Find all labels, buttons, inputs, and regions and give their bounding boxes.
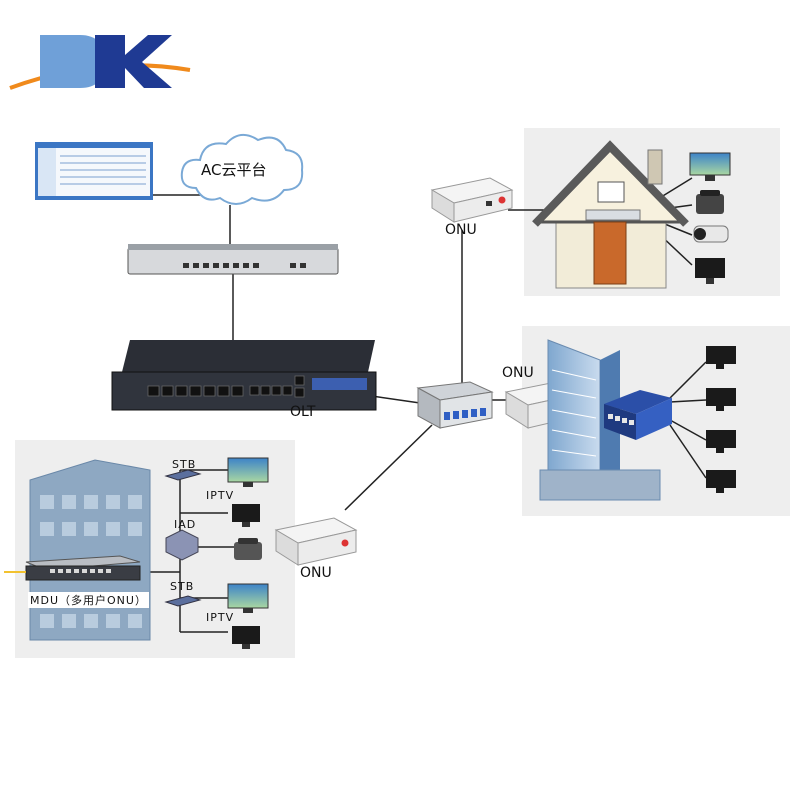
olt-device <box>111 340 377 411</box>
house-icon <box>532 140 689 289</box>
iptv-label-top: IPTV <box>206 489 235 502</box>
pc-monitor-bottom-icon <box>232 626 260 649</box>
iptv-label-bottom: IPTV <box>206 611 235 624</box>
home-pc-monitor-icon <box>695 258 725 284</box>
iptv-monitor-bottom-icon <box>227 583 269 613</box>
onu-home-label: ONU <box>445 222 477 238</box>
building-icon <box>539 339 661 501</box>
switch-icon <box>604 390 672 440</box>
stb-label-bottom: STB <box>170 580 195 593</box>
iad-label: IAD <box>174 518 197 531</box>
onu-home-device <box>430 177 514 223</box>
ac-controller-device <box>127 244 339 275</box>
stb-icon-bottom <box>164 595 202 607</box>
mdu-label: MDU（多用户ONU） <box>28 592 149 608</box>
stb-icon-top <box>164 469 202 481</box>
pc-monitor-top-icon <box>232 504 260 527</box>
home-monitor-icon <box>689 152 731 181</box>
mdu-building-icon <box>29 459 151 641</box>
splitter-icon <box>416 381 494 429</box>
dk-logo <box>9 35 191 90</box>
iptv-monitor-top-icon <box>227 457 269 487</box>
cloud-icon <box>180 133 304 205</box>
office-monitor-icons <box>706 346 736 493</box>
management-screen-icon <box>35 142 153 200</box>
iad-icon <box>165 529 199 561</box>
onu-mdu-device <box>274 517 358 566</box>
onu-office-label: ONU <box>502 365 534 381</box>
onu-mdu-label: ONU <box>300 565 332 581</box>
connection-lines <box>140 177 707 633</box>
olt-label: OLT <box>290 404 316 420</box>
phone-icon <box>696 190 724 214</box>
camera-icon <box>693 225 729 243</box>
cloud-label: AC云平台 <box>201 161 267 179</box>
mdu-switch-icon <box>4 555 141 581</box>
stb-label-top: STB <box>172 458 197 471</box>
mdu-phone-icon <box>234 538 262 560</box>
